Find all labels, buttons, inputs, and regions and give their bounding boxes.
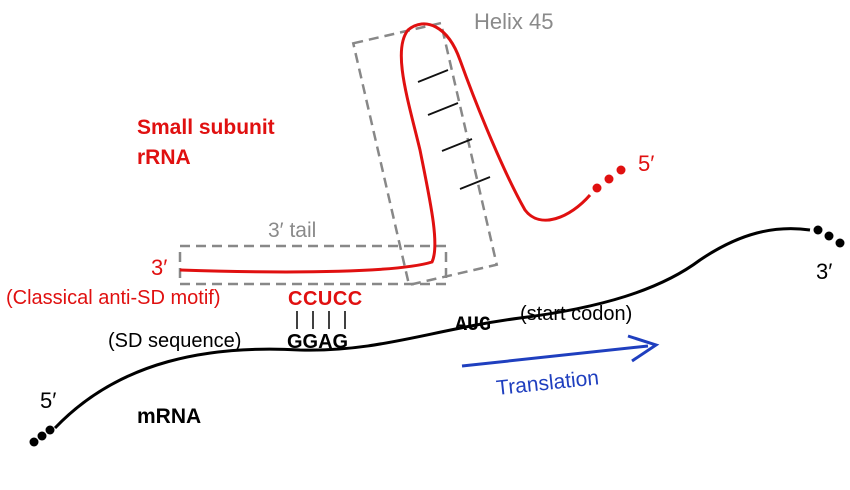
helix-bond-2: [427, 102, 459, 116]
rrna-dot-1: [592, 183, 602, 193]
mrna-five-dot-2: [37, 431, 47, 441]
tail-box: [178, 244, 448, 286]
mrna-three-dot-1: [813, 225, 823, 235]
rrna-label-line1: Small subunit: [137, 116, 275, 139]
rrna-dot-2: [604, 174, 614, 184]
mrna-five-dot-1: [45, 425, 55, 435]
translation-arrow-line: [461, 344, 649, 368]
helix-bond-3: [441, 138, 473, 152]
translation-label: Translation: [495, 366, 600, 400]
helix-45-label: Helix 45: [474, 9, 553, 34]
translation-arrow-head: [627, 334, 660, 363]
sd-sequence-label: (SD sequence): [108, 330, 241, 352]
start-codon-label: (start codon): [520, 303, 632, 325]
rrna-five-prime: 5′: [638, 151, 654, 176]
anti-sd-motif-label: (Classical anti-SD motif): [6, 287, 220, 309]
helix-bond-4: [459, 176, 491, 190]
mrna-strand: [53, 227, 811, 430]
start-codon-sequence: AUG: [455, 314, 491, 337]
mrna-five-prime: 5′: [40, 388, 56, 413]
rrna-strand: [179, 22, 592, 274]
rrna-three-prime: 3′: [151, 255, 167, 280]
mrna-label: mRNA: [137, 405, 201, 428]
rrna-label-line2: rRNA: [137, 146, 191, 169]
mrna-three-dot-2: [824, 231, 834, 241]
mrna-five-dot-3: [29, 437, 39, 447]
anti-sd-sequence: CCUCC: [288, 288, 363, 310]
sd-sequence: GGAG: [287, 331, 348, 353]
helix-bond-1: [417, 69, 449, 83]
rrna-dot-3: [616, 165, 626, 175]
tail-label: 3′ tail: [268, 219, 316, 242]
mrna-three-prime: 3′: [816, 259, 832, 284]
mrna-three-dot-3: [835, 238, 845, 248]
helix-45-box: [351, 21, 499, 287]
